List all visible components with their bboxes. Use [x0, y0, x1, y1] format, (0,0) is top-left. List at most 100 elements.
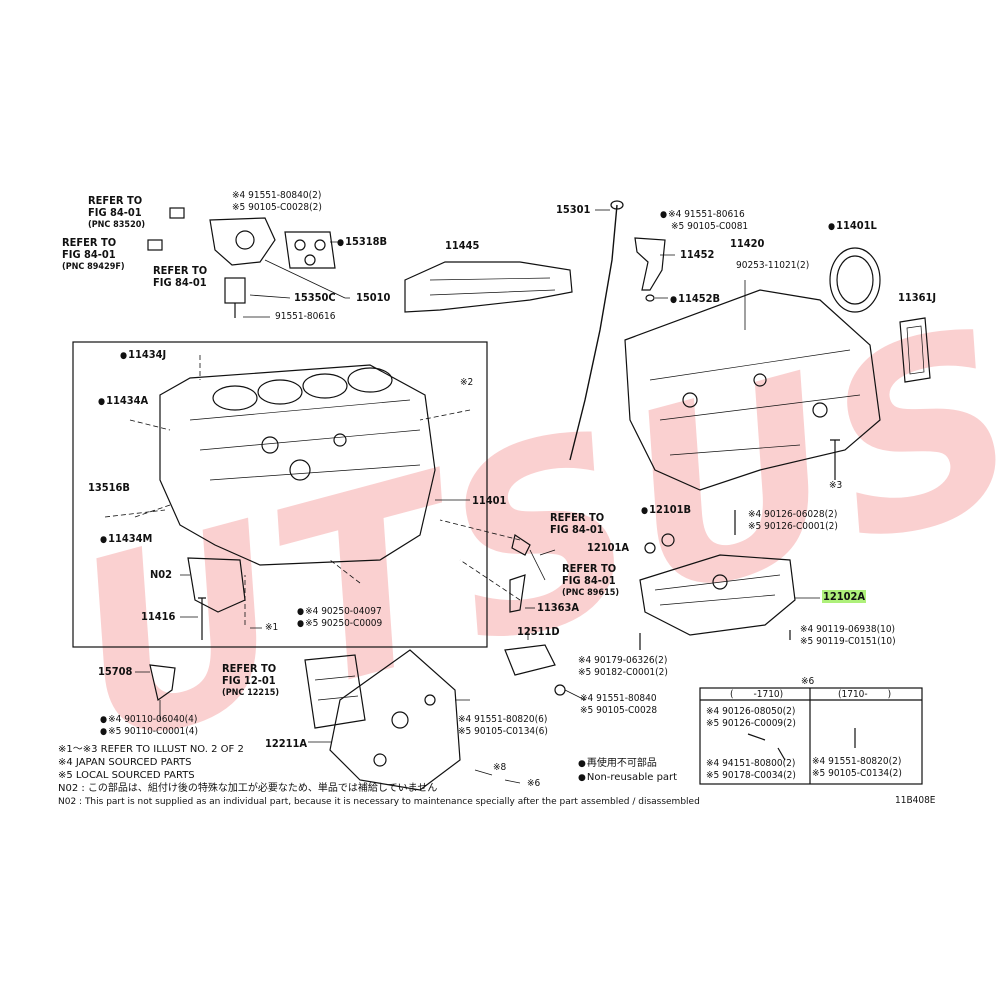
sensor-plug	[169, 207, 185, 219]
part-label: 11420	[730, 237, 765, 250]
cylinder-bore	[257, 379, 303, 405]
part-label-highlighted: 12102A	[822, 590, 867, 603]
part-label: ※4 90119-06938(10)	[800, 624, 896, 635]
table-cell: ※5 90126-C0009(2)	[706, 718, 796, 729]
bracket-15708	[149, 664, 176, 702]
part-label: ※4 91551-80820(6)	[458, 714, 548, 725]
part-label: 15350C	[294, 291, 336, 304]
footnote: N02 : この部品は、組付け後の特殊な加工が必要なため、単品では補給していませ…	[58, 783, 438, 794]
gasket-12101b	[661, 533, 675, 547]
cylinder-bore	[212, 385, 258, 411]
part-label: 91551-80616	[275, 311, 336, 322]
refer-line: FIG 84-01	[62, 248, 116, 261]
bearing-cap-shape	[187, 557, 246, 613]
part-label: 11401L	[828, 220, 877, 233]
refer-line: REFER TO	[153, 264, 208, 277]
dipstick-guide-11452	[634, 237, 666, 291]
bolt-x3	[830, 439, 840, 480]
part-label: 12101A	[587, 541, 630, 554]
part-label: 15301	[556, 203, 591, 216]
oil-seal-11401l	[829, 247, 881, 313]
part-label: ※1	[265, 622, 279, 633]
bolt-11416	[198, 597, 206, 640]
footnote: N02 : This part is not supplied as an in…	[58, 797, 700, 807]
part-label: ※4 90179-06326(2)	[578, 655, 668, 666]
refer-pnc: (PNC 12215)	[222, 688, 280, 698]
table-cell: ※5 90105-C0134(2)	[812, 768, 902, 779]
part-label: ※4 90126-06028(2)	[748, 509, 838, 520]
drain-plug-12101a	[644, 542, 656, 554]
part-label: ※4 90110-06040(4)	[100, 714, 197, 726]
part-label: 11401	[472, 494, 507, 507]
gasket-11361j	[899, 317, 931, 383]
refer-line: REFER TO	[550, 511, 605, 524]
oil-pump-housing	[209, 217, 276, 266]
bracket-12511d	[504, 644, 556, 676]
part-label: 15010	[356, 291, 391, 304]
refer-note-84-01-b: REFER TO FIG 84-01	[550, 512, 604, 536]
refer-note-83520: REFER TO FIG 84-01 (PNC 83520)	[88, 195, 145, 231]
table-cell: ※4 91551-80820(2)	[812, 756, 902, 767]
refer-line: REFER TO	[62, 236, 117, 249]
footnote: ※5 LOCAL SOURCED PARTS	[58, 770, 195, 781]
part-label: 15708	[98, 665, 133, 678]
cover-12215	[304, 654, 366, 729]
legend-jp: 再使用不可部品	[578, 758, 657, 770]
legend-en: Non-reusable part	[578, 772, 677, 784]
engine-block-box	[72, 341, 488, 648]
part-label: 11363A	[537, 601, 580, 614]
part-label: 90253-11021(2)	[736, 260, 810, 271]
part-label: 12211A	[265, 737, 308, 750]
part-label: 11434J	[120, 349, 166, 362]
bracket-11363a	[509, 574, 526, 613]
cylinder-bore	[302, 373, 348, 399]
part-label: ※6	[527, 778, 541, 789]
table-col-header: (1710- )	[838, 689, 892, 700]
table-cell: ※4 94151-80800(2)	[706, 758, 796, 769]
part-label: 12101B	[641, 504, 691, 517]
valve-15350c	[224, 277, 246, 304]
part-label: ※4 91551-80840	[580, 693, 657, 704]
refer-note-89429f: REFER TO FIG 84-01 (PNC 89429F)	[62, 237, 125, 273]
refer-note-12215: REFER TO FIG 12-01 (PNC 12215)	[222, 663, 279, 699]
part-label: ※5 90105-C0081	[671, 221, 749, 232]
part-label: ※5 90119-C0151(10)	[800, 636, 896, 647]
part-label: 11434A	[98, 395, 148, 408]
table-title: ※6	[801, 676, 815, 687]
part-label: 15318B	[337, 236, 387, 249]
refer-line: REFER TO	[88, 194, 143, 207]
refer-pnc: (PNC 89615)	[562, 588, 620, 598]
part-label: 11452	[680, 248, 715, 261]
refer-line: REFER TO	[222, 662, 277, 675]
cylinder-bore	[347, 367, 393, 393]
table-bolt	[747, 733, 786, 761]
dipstick-15301	[569, 204, 618, 461]
refer-line: FIG 84-01	[562, 574, 616, 587]
diagram-code: 11B408E	[895, 795, 936, 806]
part-label: 12511D	[517, 625, 560, 638]
part-label: 11361J	[898, 291, 937, 304]
footnote: ※1～※3 REFER TO ILLUST NO. 2 OF 2	[58, 744, 244, 755]
oil-pan-upper-11420	[624, 289, 881, 491]
part-label: 11452B	[670, 293, 720, 306]
refer-note-89615: REFER TO FIG 84-01 (PNC 89615)	[562, 563, 619, 599]
baffle-11445	[404, 261, 573, 313]
part-label: 11434M	[100, 533, 152, 546]
refer-line: FIG 84-01	[550, 523, 604, 536]
refer-note-84-01-a: REFER TO FIG 84-01	[153, 265, 207, 289]
part-label: 11416	[141, 610, 176, 623]
footnote: ※4 JAPAN SOURCED PARTS	[58, 757, 192, 768]
refer-pnc: (PNC 89429F)	[62, 262, 125, 272]
sensor-plug	[147, 239, 163, 251]
part-label: ※5 90105-C0028(2)	[232, 202, 322, 213]
part-label: ※4 91551-80616	[660, 209, 745, 221]
highlighted-part: 12102A	[822, 590, 867, 603]
part-label: ※5 90126-C0001(2)	[748, 521, 838, 532]
part-label: 11445	[445, 239, 480, 252]
table-col-header: ( -1710)	[730, 689, 784, 700]
part-label: ※3	[829, 480, 843, 491]
part-label: ※4 90250-04097	[297, 606, 382, 618]
part-label: ※2	[460, 377, 474, 388]
part-label: 13516B	[88, 481, 130, 494]
